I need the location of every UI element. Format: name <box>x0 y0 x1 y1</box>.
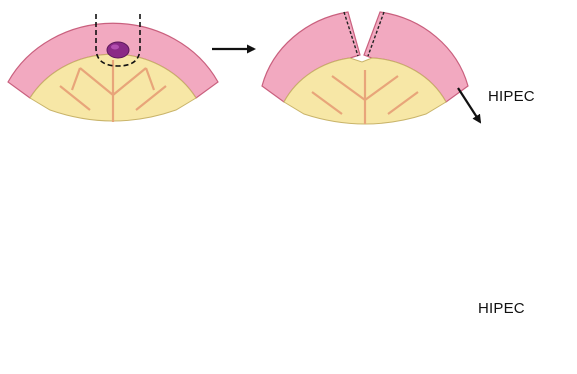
tumor-highlight <box>111 45 119 50</box>
label-hipec-top: HIPEC <box>488 88 535 105</box>
panel-small-nodule-before <box>8 14 218 122</box>
label-hipec-bottom: HIPEC <box>478 300 525 317</box>
step-arrow-2 <box>458 88 480 122</box>
tumor-nodule-small <box>107 42 129 58</box>
panel-small-nodule-excised <box>262 12 468 124</box>
